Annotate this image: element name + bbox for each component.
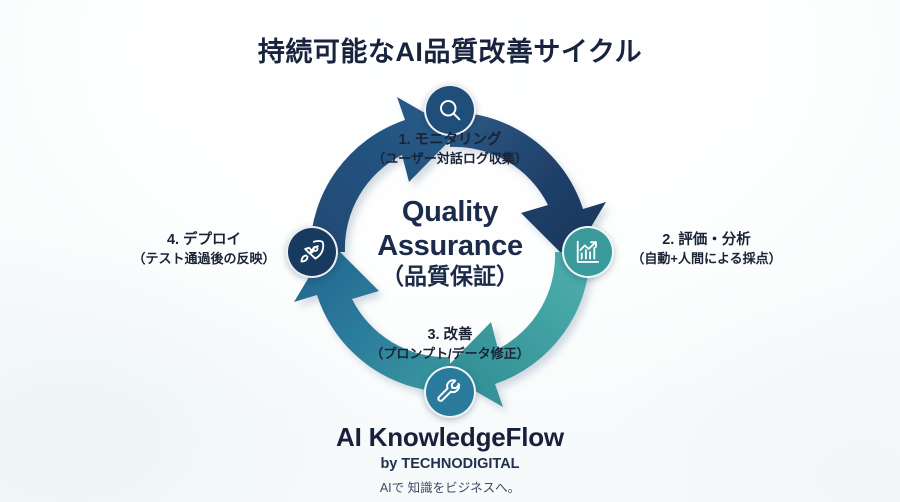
step-label-deploy-sub: （テスト通過後の反映）	[132, 251, 276, 267]
step-label-evaluation-sub: （自動+人間による採点）	[631, 251, 782, 267]
step-label-deploy: 4. デプロイ （テスト通過後の反映）	[113, 231, 295, 267]
arc-arrow-monitoring-to-evaluation	[450, 112, 606, 262]
arc-arrow-deploy-to-monitoring	[310, 97, 458, 252]
step-label-improvement-title: 3. 改善	[427, 327, 473, 343]
center-label-line1: Quality	[401, 196, 499, 228]
brand-name: AI KnowledgeFlow	[336, 422, 564, 452]
step-label-monitoring-title: 1. モニタリング	[398, 132, 502, 148]
center-label: Quality Assurance （品質保証）	[0, 196, 900, 290]
chart-analytics-icon	[574, 238, 602, 266]
arc-arrow-evaluation-to-improvement	[442, 252, 590, 407]
step-label-improvement: 3. 改善 （プロンプト/データ修正）	[330, 326, 570, 362]
node-icon-monitoring[interactable]	[424, 84, 476, 136]
node-icon-evaluation[interactable]	[562, 226, 614, 278]
step-label-evaluation: 2. 評価・分析 （自動+人間による採点）	[614, 231, 799, 267]
magnifier-icon	[436, 96, 464, 124]
center-label-line3: （品質保証）	[381, 263, 519, 290]
wrench-icon	[436, 378, 464, 406]
brand-attribution: by TECHNODIGITAL	[380, 456, 520, 472]
page-title: 持続可能なAI品質改善サイクル	[257, 37, 643, 67]
footer-branding: AI KnowledgeFlow by TECHNODIGITAL AIで 知識…	[0, 422, 900, 496]
rocket-icon	[298, 238, 326, 266]
brand-tagline: AIで 知識をビジネスへ。	[379, 481, 521, 495]
node-icon-improvement[interactable]	[424, 366, 476, 418]
step-label-monitoring: 1. モニタリング （ユーザー対話ログ収集）	[330, 131, 570, 167]
step-label-deploy-title: 4. デプロイ	[166, 232, 242, 248]
arc-arrow-improvement-to-deploy	[294, 242, 450, 392]
center-label-line2: Assurance	[377, 229, 523, 262]
step-label-improvement-sub: （プロンプト/データ修正）	[370, 346, 530, 362]
step-label-monitoring-sub: （ユーザー対話ログ収集）	[372, 151, 528, 167]
step-label-evaluation-title: 2. 評価・分析	[662, 232, 751, 248]
node-icon-deploy[interactable]	[286, 226, 338, 278]
